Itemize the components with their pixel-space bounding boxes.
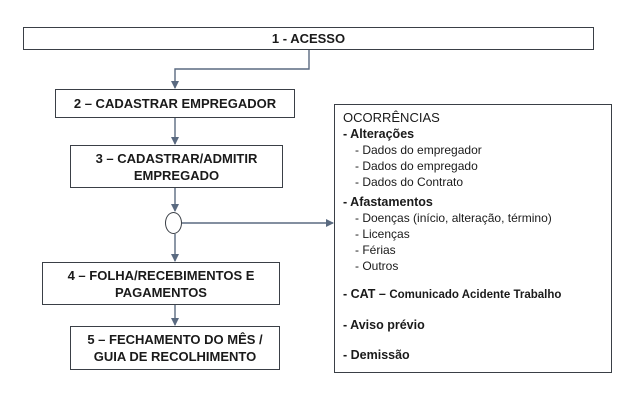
alteracoes-item: - Dados do empregado <box>355 159 478 173</box>
cat-entry: - CAT – Comunicado Acidente Trabalho <box>343 286 611 303</box>
afastamentos-item: - Outros <box>355 259 399 273</box>
afastamentos-heading: - Afastamentos <box>343 195 433 209</box>
step-acesso-label: 1 - ACESSO <box>271 31 346 46</box>
step-fechamento-box: 5 – FECHAMENTO DO MÊS / GUIA DE RECOLHIM… <box>70 326 280 370</box>
alteracoes-heading: - Alterações <box>343 127 415 141</box>
afastamentos-item: - Doenças (início, alteração, término) <box>355 211 552 225</box>
alteracoes-item: - Dados do empregador <box>355 143 482 157</box>
step-cadastrar-empregador-box: 2 – CADASTRAR EMPREGADOR <box>55 89 295 118</box>
demissao-entry: - Demissão <box>343 348 410 362</box>
ocorrencias-panel: OCORRÊNCIAS - Alterações - Dados do empr… <box>334 104 612 373</box>
step-folha-box: 4 – FOLHA/RECEBIMENTOS E PAGAMENTOS <box>42 262 280 305</box>
step-cadastrar-empregado-label-line2: EMPREGADO <box>133 167 220 183</box>
step-fechamento-label-line1: 5 – FECHAMENTO DO MÊS / <box>87 332 263 347</box>
ocorrencias-title: OCORRÊNCIAS <box>343 110 440 125</box>
cat-description: Comunicado Acidente Trabalho <box>389 289 562 301</box>
junction-circle <box>165 212 182 234</box>
step-acesso-box: 1 - ACESSO <box>23 27 594 50</box>
cat-label: - CAT – <box>343 287 386 301</box>
step-fechamento-label-line2: GUIA DE RECOLHIMENTO <box>93 349 257 364</box>
aviso-previo-entry: - Aviso prévio <box>343 318 425 332</box>
afastamentos-item: - Férias <box>355 243 396 257</box>
step-cadastrar-empregado-box: 3 – CADASTRAR/ADMITIR EMPREGADO <box>70 145 283 188</box>
afastamentos-item: - Licenças <box>355 227 410 241</box>
alteracoes-item: - Dados do Contrato <box>355 175 464 189</box>
step-cadastrar-empregador-label: 2 – CADASTRAR EMPREGADOR <box>73 96 277 111</box>
connector-acesso-to-empregador <box>171 50 310 89</box>
step-folha-label-line2: PAGAMENTOS <box>115 284 207 300</box>
step-cadastrar-empregado-label-line1: 3 – CADASTRAR/ADMITIR <box>95 150 258 166</box>
step-folha-label-line1: 4 – FOLHA/RECEBIMENTOS E <box>67 267 255 283</box>
